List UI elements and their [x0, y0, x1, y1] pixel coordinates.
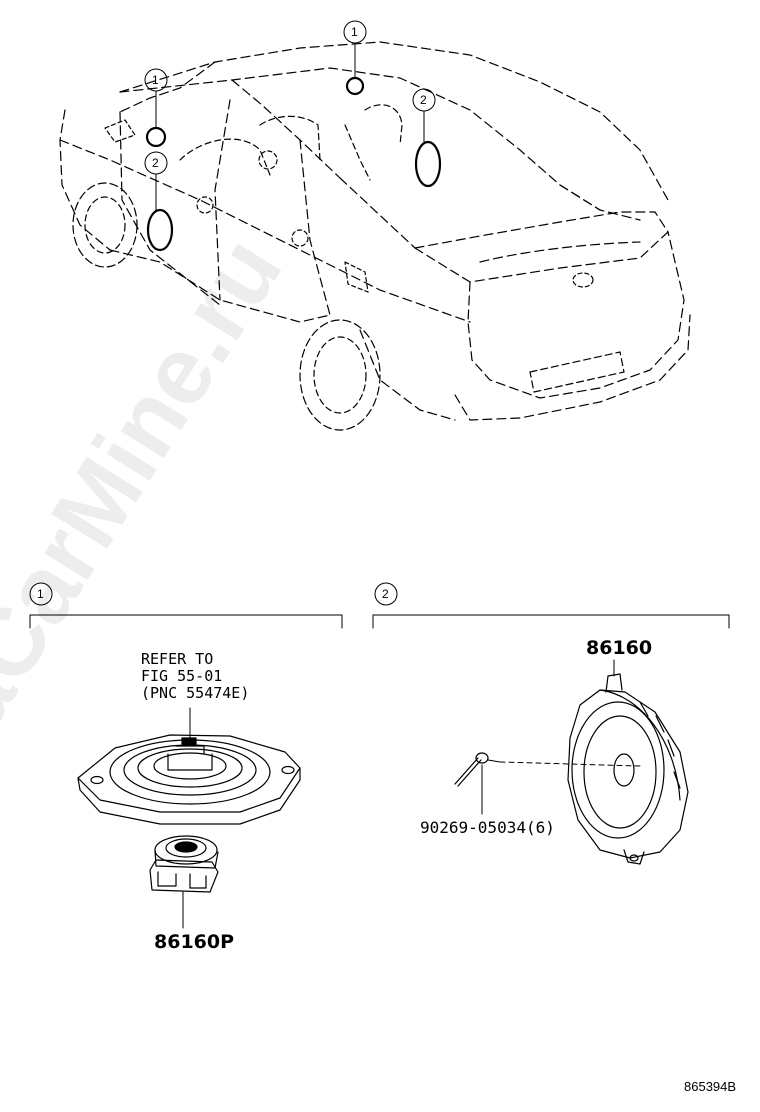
- tweeter-location-right: [345, 76, 365, 96]
- callout-2-right-label: 2: [420, 93, 427, 107]
- speaker-location-right: [414, 140, 442, 188]
- part-number-tweeter[interactable]: 86160P: [154, 931, 235, 953]
- tweeter-bracket-drawing: [77, 707, 301, 825]
- part-number-screw[interactable]: 90269-05034(6): [420, 818, 555, 837]
- section-1-bracket: [29, 582, 343, 629]
- section-1-number: 1: [37, 587, 44, 601]
- callout-2-left-label: 2: [152, 156, 159, 170]
- callout-1-left-label: 1: [152, 73, 159, 87]
- callout-markers: [144, 20, 442, 252]
- figure-id: 865394B: [684, 1079, 737, 1094]
- refer-note: REFER TO FIG 55-01 (PNC 55474E): [141, 650, 250, 702]
- section-2-bracket: [372, 582, 730, 629]
- tweeter-location-left: [145, 126, 167, 148]
- section-2-number: 2: [382, 587, 389, 601]
- part-number-speaker[interactable]: 86160: [586, 637, 653, 659]
- rivet-drawing: [454, 752, 641, 815]
- speaker-location-left: [146, 208, 174, 252]
- callout-1-top-label: 1: [351, 25, 358, 39]
- tweeter-drawing: [149, 835, 219, 929]
- door-speaker-drawing: [567, 659, 689, 865]
- car-illustration: [59, 41, 691, 431]
